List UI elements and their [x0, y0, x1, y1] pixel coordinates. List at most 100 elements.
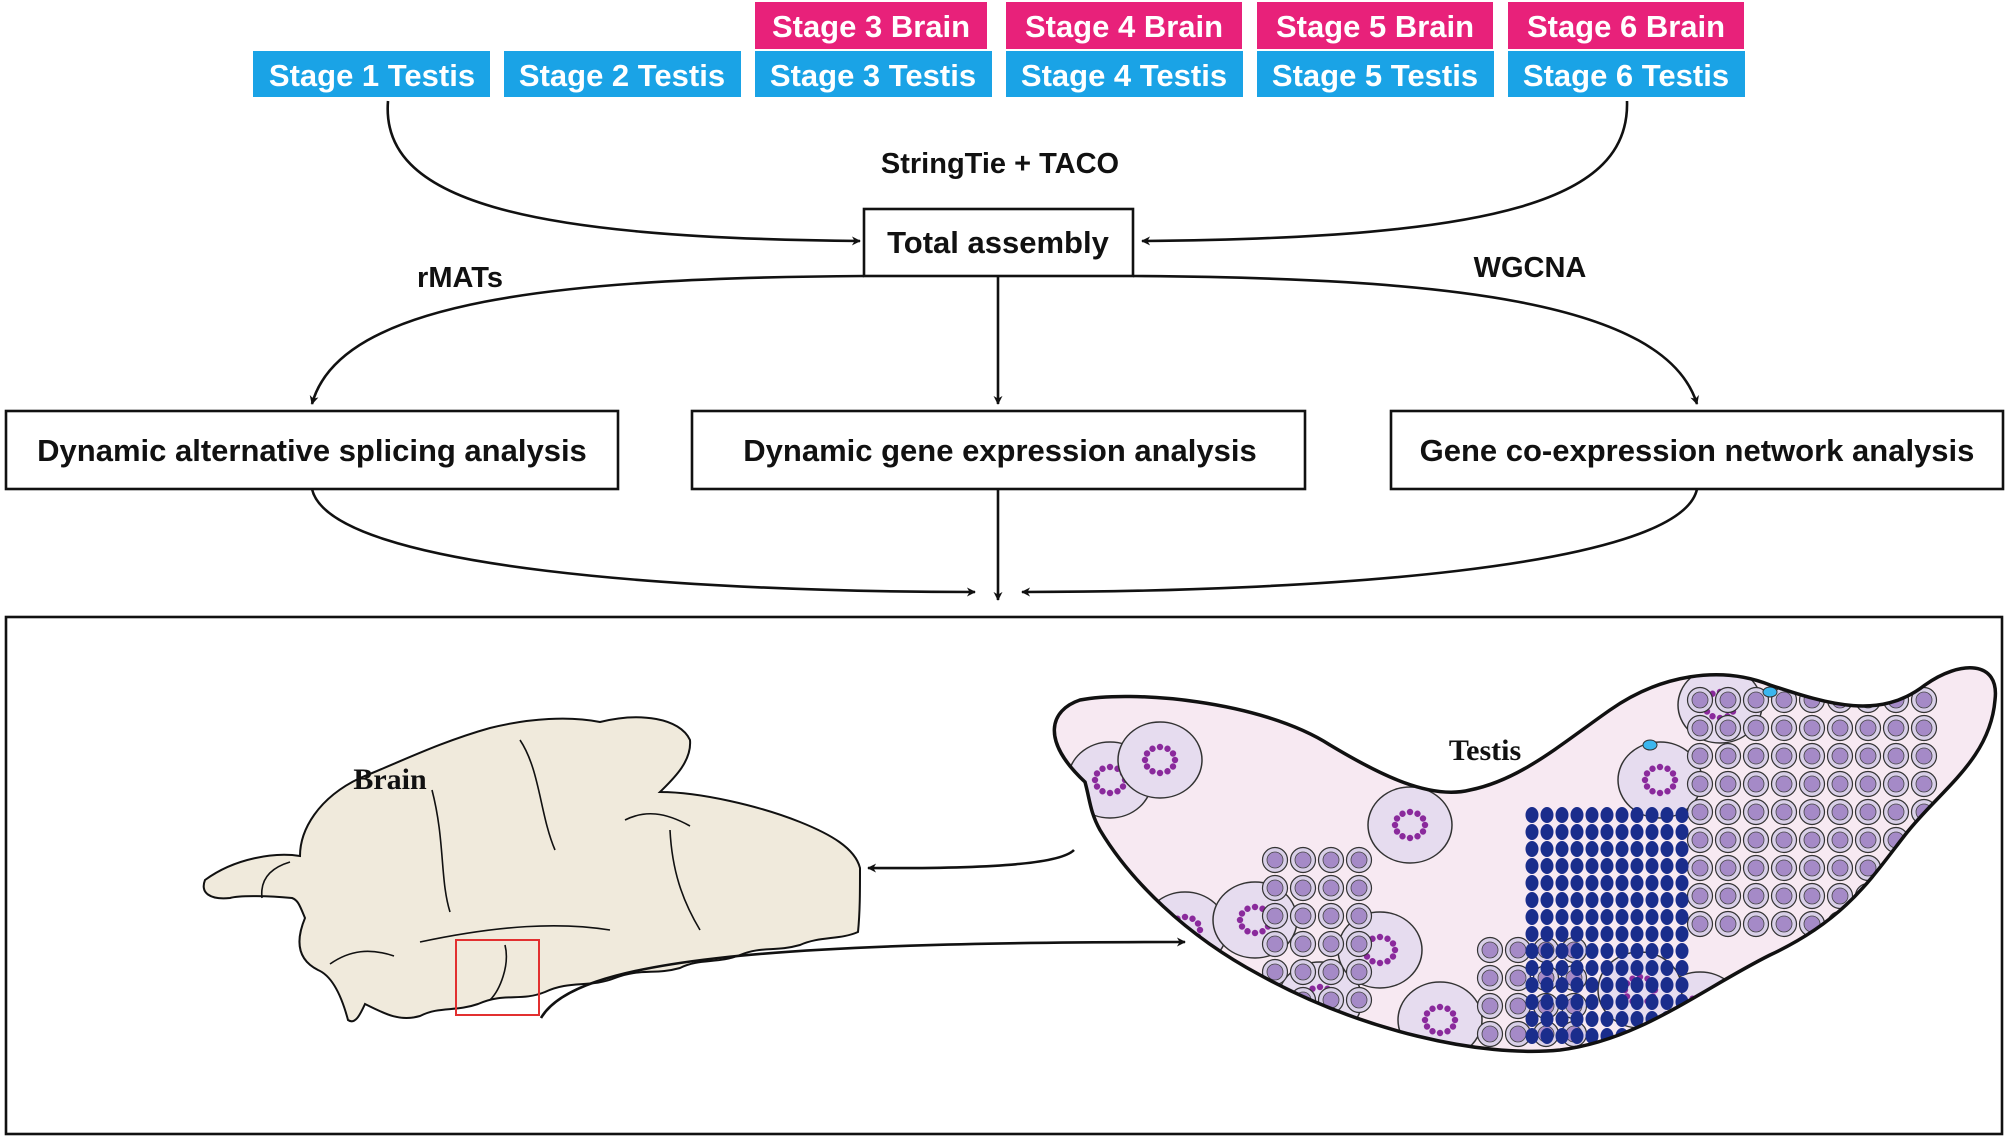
testis-tag-stage-4 [1006, 51, 1243, 97]
sperm-dot [1585, 977, 1599, 993]
sperm-dot [1525, 926, 1539, 942]
chromatin-dot [1376, 959, 1384, 967]
sperm-dot [1645, 909, 1659, 925]
sertoli-cell [1642, 739, 1658, 751]
chromatin-dot [1444, 1028, 1451, 1035]
chromatin-dot [1643, 770, 1651, 777]
chromatin-dot [1316, 983, 1324, 991]
spermatid-nucleus [1747, 859, 1765, 877]
brain-tag-stage-6 [1508, 2, 1744, 49]
brain-fold [329, 950, 395, 965]
spermatid-nucleus [1719, 803, 1737, 821]
sperm-dot [1540, 1028, 1554, 1044]
sperm-dot [1630, 1011, 1644, 1027]
brain-fold [669, 829, 701, 931]
brain-icon [202, 716, 862, 1023]
spermatid-nucleus [1691, 859, 1709, 877]
spermatid-nucleus [1747, 887, 1765, 905]
sperm-dot [1570, 1011, 1584, 1027]
sperm-dot [1615, 858, 1629, 874]
brain-tag-stage-4 [1006, 2, 1242, 49]
testis-tag-stage-6 [1508, 51, 1745, 97]
spermatocyte-cell [1117, 721, 1203, 799]
sperm-dot [1675, 943, 1689, 959]
sperm-dot [1585, 960, 1599, 976]
arrow-testis-to-brain [867, 849, 1075, 873]
sperm-dot [1600, 960, 1614, 976]
sperm-dot [1570, 807, 1584, 823]
network-analysis-label: Gene co-expression network analysis [1420, 433, 1975, 468]
sperm-dot [1630, 875, 1644, 891]
sperm-dot [1570, 943, 1584, 959]
spermatid-nucleus [1266, 879, 1284, 897]
sperm-dot [1540, 875, 1554, 891]
spermatid-nucleus [1803, 831, 1821, 849]
sperm-dot [1645, 960, 1659, 976]
sperm-dot [1585, 909, 1599, 925]
chromatin-dot [1643, 783, 1651, 790]
spermatid-nucleus [1691, 719, 1709, 737]
chromatin-dot [1099, 765, 1106, 772]
arrow-region-to-testis [539, 937, 1186, 1019]
sperm-dot [1645, 841, 1659, 857]
chromatin-dot [1709, 713, 1716, 720]
chromatin-dot [1656, 763, 1664, 771]
sperm-dot [1615, 807, 1629, 823]
spermatid-nucleus [1322, 935, 1340, 953]
spermatid-nucleus [1747, 747, 1765, 765]
chromatin-dot [1664, 788, 1671, 795]
spermatid-nucleus [1322, 879, 1340, 897]
sperm-dot [1525, 892, 1539, 908]
sperm-dot [1570, 909, 1584, 925]
sperm-dot [1600, 892, 1614, 908]
sperm-dot [1645, 807, 1659, 823]
sperm-dot [1675, 960, 1689, 976]
spermatid-nucleus [1266, 851, 1284, 869]
brain-fold [261, 861, 291, 899]
arrow-assembly-to-splicing [309, 274, 865, 405]
chromatin-dot [1393, 828, 1401, 835]
sperm-dot [1570, 994, 1584, 1010]
chromatin-dot [1093, 783, 1101, 790]
sperm-dot [1540, 960, 1554, 976]
sperm-dot [1660, 909, 1674, 925]
testis-label: Testis [1449, 734, 1521, 767]
sperm-dot [1525, 909, 1539, 925]
assembly-tool-label: StringTie + TACO [881, 148, 1119, 180]
spermatid-nucleus [1350, 935, 1368, 953]
sperm-dot [1585, 807, 1599, 823]
sperm-dot [1645, 926, 1659, 942]
chromatin-dot [1259, 928, 1266, 935]
sperm-dot [1540, 977, 1554, 993]
chromatin-dot [1236, 916, 1244, 924]
chromatin-dot [1444, 1005, 1451, 1012]
sperm-dot [1660, 960, 1674, 976]
spermatid-nucleus [1719, 775, 1737, 793]
sperm-dot [1525, 807, 1539, 823]
sperm-dot [1540, 909, 1554, 925]
sperm-dot [1660, 807, 1674, 823]
chromatin-dot [1164, 768, 1171, 775]
sperm-dot [1555, 977, 1569, 993]
stage-tags: Stage 3 Brain Stage 4 Brain Stage 5 Brai… [253, 2, 1745, 97]
spermatid-nucleus [1803, 775, 1821, 793]
spermatid-nucleus [1803, 887, 1821, 905]
chromatin-dot [1169, 763, 1177, 770]
sperm-dot [1630, 926, 1644, 942]
spermatid-nucleus [1691, 887, 1709, 905]
arrow-splicing-to-results [310, 488, 976, 597]
sperm-dot [1660, 858, 1674, 874]
sperm-dot [1570, 824, 1584, 840]
sperm-dot [1600, 994, 1614, 1010]
spermatid-nucleus [1803, 803, 1821, 821]
arrow-stage6-to-assembly [1141, 100, 1629, 246]
sperm-dot [1570, 1028, 1584, 1044]
sperm-dot [1525, 943, 1539, 959]
testis-tag-label: Stage 2 Testis [519, 58, 725, 93]
spermatid-nucleus [1719, 719, 1737, 737]
sperm-dot [1555, 994, 1569, 1010]
chromatin-dot [1164, 745, 1171, 752]
spermatid-nucleus [1775, 747, 1793, 765]
spermatid-nucleus [1775, 803, 1793, 821]
spermatid-nucleus [1915, 775, 1933, 793]
